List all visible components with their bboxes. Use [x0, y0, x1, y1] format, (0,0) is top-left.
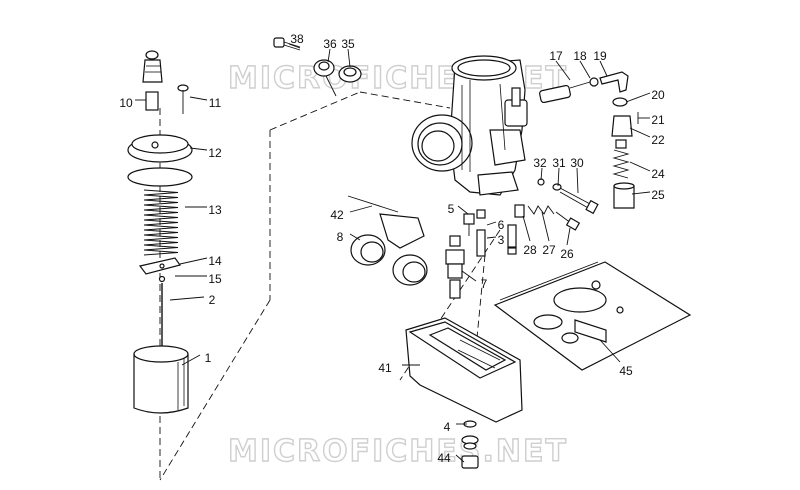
callout-number: 19: [593, 49, 607, 63]
leader-line-c18: [579, 60, 591, 79]
callout-number: 28: [523, 243, 537, 257]
cap-part-10: [142, 50, 163, 111]
callout-number: 26: [560, 247, 574, 261]
callout-number: 3: [498, 233, 505, 247]
leader-line-c22: [629, 127, 651, 138]
leader-line-c26: [566, 227, 571, 246]
screw-part-11: [177, 84, 189, 114]
callout-number: 8: [337, 230, 344, 244]
callout-number: 42: [330, 208, 344, 222]
callout-number: 7: [481, 277, 488, 291]
callout-number: 11: [209, 96, 222, 110]
callout-number: 25: [651, 188, 665, 202]
gasket-ring: [127, 167, 193, 187]
leader-line-c1: [181, 354, 201, 366]
callout-number: 17: [549, 49, 563, 63]
leader-line-c30: [576, 167, 579, 194]
leader-line-c20: [625, 92, 651, 103]
drain-plug-part-4-44: [461, 420, 479, 469]
plate-part-14: [138, 257, 181, 275]
callout-number: 38: [290, 32, 304, 46]
leader-line-c45: [599, 339, 621, 363]
callout-number: 35: [341, 37, 355, 51]
callout-number: 15: [208, 272, 222, 286]
leader-line-c32: [540, 167, 543, 181]
callout-number: 5: [448, 202, 455, 216]
callout-number: 4: [444, 420, 451, 434]
callout-number: 6: [498, 218, 505, 232]
idle-screw-part-26-28: [514, 204, 581, 231]
callout-number: 22: [651, 133, 665, 147]
callout-number: 18: [573, 49, 587, 63]
leader-line-c6: [486, 221, 497, 226]
valve-part-36: [313, 59, 337, 97]
callout-number: 27: [542, 243, 556, 257]
callout-number: 12: [208, 146, 222, 160]
watermark-bottom: MICROFICHES.NET: [228, 434, 568, 469]
clip-part-15: [158, 275, 166, 283]
leader-line-c44: [455, 454, 465, 463]
callout-number: 31: [552, 156, 566, 170]
leader-line-c12: [189, 147, 208, 151]
screw-part-30-32: [537, 178, 599, 215]
callout-number: 14: [208, 254, 222, 268]
carburetor-body: [411, 55, 528, 196]
throttle-valve-part-1: [133, 345, 189, 414]
leader-line-c27: [541, 211, 550, 242]
screw-part-38: [273, 37, 301, 51]
leader-line-c24: [629, 161, 651, 172]
callout-number: 45: [619, 364, 633, 378]
callout-number: 36: [323, 37, 337, 51]
callout-number: 24: [651, 167, 665, 181]
callout-number: 41: [378, 361, 392, 375]
leader-line-c28: [522, 215, 531, 242]
leader-line-c17: [555, 60, 571, 81]
leader-line-c31: [557, 167, 560, 187]
leader-line-c8: [349, 233, 361, 241]
callout-number: 21: [651, 113, 665, 127]
spring-coil: [143, 189, 179, 256]
callout-number: 10: [119, 96, 133, 110]
callout-number: 44: [437, 451, 451, 465]
callout-number: 1: [205, 351, 212, 365]
leader-line-c42: [349, 205, 373, 213]
spring-part-35: [338, 65, 362, 83]
leader-line-c19: [599, 60, 608, 77]
leader-line-c5: [457, 205, 469, 215]
cover-part-12: [127, 134, 193, 163]
callout-number: 30: [570, 156, 584, 170]
leader-line-c38: [288, 43, 301, 49]
leader-line-c25: [631, 191, 651, 195]
jet-assembly-part-7: [445, 235, 465, 299]
float-bowl-part-41: [405, 317, 523, 423]
callout-number: 20: [651, 88, 665, 102]
spring-part-13: [143, 189, 179, 256]
leader-line-c7: [461, 270, 477, 282]
callout-number: 13: [208, 203, 222, 217]
adjuster-part-17-19: [539, 71, 629, 104]
leader-line-c2: [169, 296, 205, 301]
leader-line-c14: [179, 257, 208, 265]
leader-line-c36: [327, 48, 331, 63]
leader-line-c11: [189, 96, 208, 101]
leader-line-c35: [347, 48, 351, 68]
leader-lines: [135, 43, 651, 463]
callout-number: 2: [209, 293, 216, 307]
jet-part-3-6: [476, 209, 517, 257]
starter-assembly-part-20-25: [611, 97, 639, 209]
gasket-kit-part-45: [493, 261, 692, 371]
leader-line-c3: [486, 236, 497, 239]
callout-number: 32: [533, 156, 547, 170]
jet-part-5: [463, 213, 475, 236]
float-part-8: [347, 195, 428, 286]
